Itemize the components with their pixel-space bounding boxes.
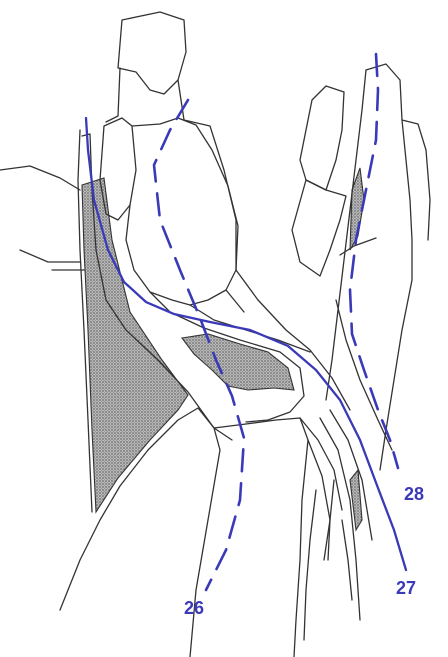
shaded-region-left bbox=[82, 178, 188, 512]
line-art bbox=[0, 12, 430, 657]
label-27: 27 bbox=[396, 578, 416, 598]
soft-tissue-left bbox=[0, 166, 84, 270]
bone-top-cap bbox=[118, 12, 186, 94]
tendon-right-diagonal bbox=[336, 238, 392, 450]
bone-right-small-lower bbox=[292, 180, 346, 276]
bone-lower-center bbox=[214, 418, 308, 657]
annotation-line-28 bbox=[350, 54, 398, 468]
bone-right-edge bbox=[402, 120, 430, 240]
bone-right-long-inner bbox=[326, 70, 366, 400]
bone-right-small-upper bbox=[300, 86, 344, 190]
label-26: 26 bbox=[184, 598, 204, 618]
label-28: 28 bbox=[404, 484, 424, 504]
